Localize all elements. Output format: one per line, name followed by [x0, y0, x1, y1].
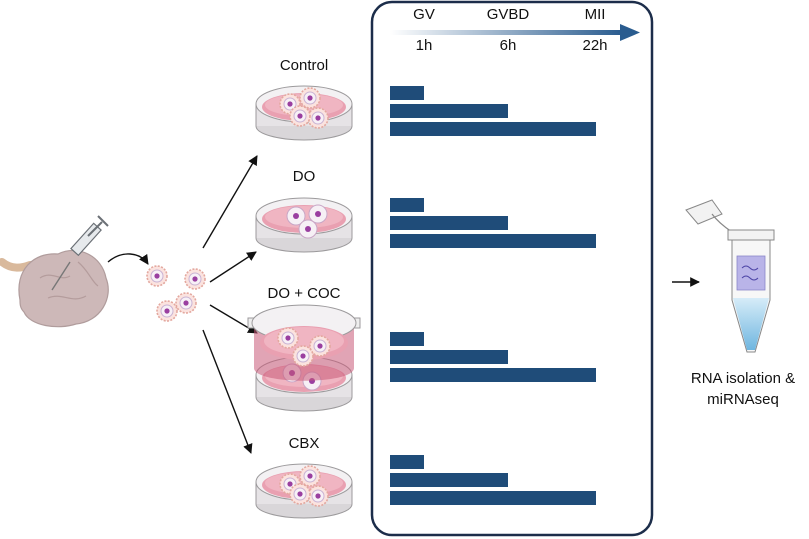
- caption-line-2: miRNAseq: [707, 391, 779, 408]
- stage-label-gv: GV: [413, 6, 435, 23]
- timepoint-bar-22h: [390, 368, 596, 382]
- condition-label-do-coc: DO + COC: [267, 285, 341, 302]
- timepoint-bar-22h: [390, 234, 596, 248]
- syringe-icon: [51, 215, 109, 291]
- petri-dish-icon: [255, 197, 353, 253]
- petri-dish-icon: [255, 85, 353, 141]
- timepoint-bar-6h: [390, 104, 508, 118]
- branch-arrows: [202, 155, 258, 454]
- condition-label-control: Control: [279, 57, 329, 74]
- stage-label-gvbd: GVBD: [486, 6, 530, 23]
- stage-label-mii: MII: [584, 6, 606, 23]
- timeline-frame: [370, 0, 654, 537]
- culture-insert-icon: [247, 304, 361, 381]
- time-label-22h: 22h: [582, 37, 608, 54]
- tube-icon: [685, 199, 775, 353]
- timepoint-bar-1h: [390, 198, 424, 212]
- timeline-arrow: [390, 24, 640, 41]
- timepoint-bar-1h: [390, 86, 424, 100]
- ovary-icon: [0, 249, 109, 328]
- timepoint-bar-22h: [390, 122, 596, 136]
- caption-line-1: RNA isolation &: [690, 370, 796, 387]
- condition-label-cbx: CBX: [288, 435, 320, 452]
- timepoint-bar-6h: [390, 216, 508, 230]
- petri-dish-icon: [255, 463, 353, 519]
- timepoint-bar-6h: [390, 473, 508, 487]
- isolated-oocytes: [146, 265, 206, 322]
- timepoint-bar-1h: [390, 332, 424, 346]
- condition-label-do: DO: [292, 168, 316, 185]
- timepoint-bar-6h: [390, 350, 508, 364]
- time-label-1h: 1h: [415, 37, 433, 54]
- timepoint-bar-1h: [390, 455, 424, 469]
- timepoint-bar-22h: [390, 491, 596, 505]
- time-label-6h: 6h: [499, 37, 517, 54]
- output-caption: RNA isolation & miRNAseq: [680, 368, 806, 410]
